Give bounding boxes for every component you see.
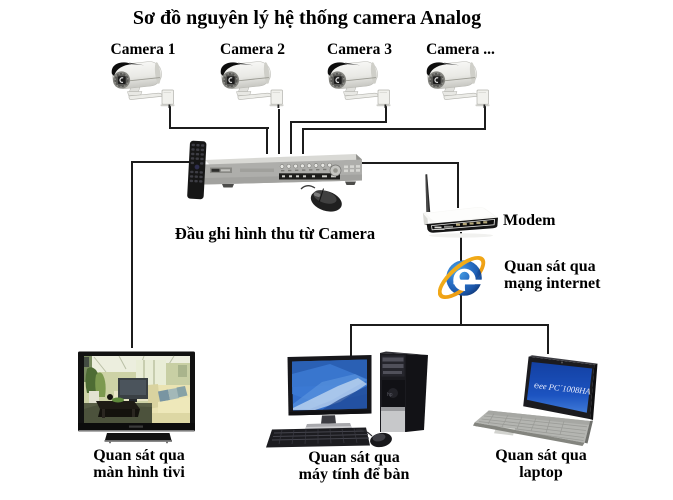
svg-text:hp: hp bbox=[387, 392, 393, 398]
